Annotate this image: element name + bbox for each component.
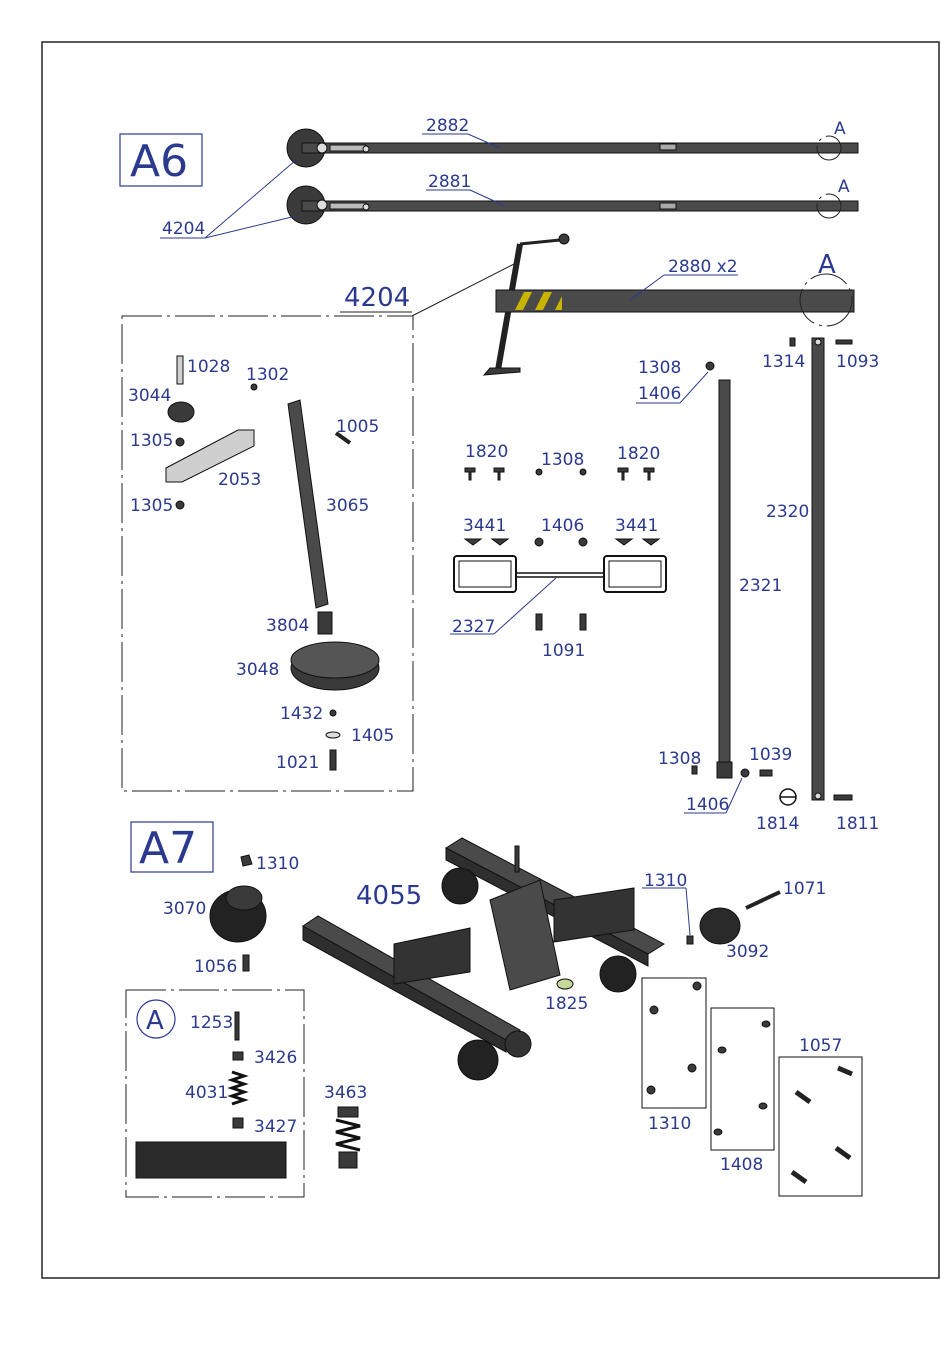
callout-3441-b: 3441 — [615, 516, 658, 536]
detail-label-a: A — [146, 1006, 164, 1036]
nuts-1310 — [647, 982, 701, 1094]
callout-4055: 4055 — [356, 881, 422, 911]
beam-2880 — [496, 274, 854, 326]
bolts-1057 — [792, 1068, 852, 1182]
callout-2320: 2320 — [766, 502, 809, 522]
callout-1406-c: 1406 — [686, 795, 729, 815]
callout-1071: 1071 — [783, 879, 826, 899]
callout-1302: 1302 — [246, 365, 289, 385]
callout-1408: 1408 — [720, 1155, 763, 1175]
callout-2053: 2053 — [218, 470, 261, 490]
callout-1820-b: 1820 — [617, 444, 660, 464]
washers-1408 — [714, 1021, 770, 1135]
callout-1093: 1093 — [836, 352, 879, 372]
callout-1310-c: 1310 — [648, 1114, 691, 1134]
callout-1314: 1314 — [762, 352, 805, 372]
detail-marker-a-1: A — [834, 119, 846, 139]
detail-marker-a-3: A — [818, 250, 836, 280]
callout-1406-a: 1406 — [541, 516, 584, 536]
callout-2882: 2882 — [426, 116, 469, 136]
pole-2320 — [780, 338, 852, 805]
callout-1814: 1814 — [756, 814, 799, 834]
tray-parts — [454, 468, 666, 630]
callout-1005: 1005 — [336, 417, 379, 437]
pole-2321 — [692, 362, 772, 778]
callout-1825: 1825 — [545, 994, 588, 1014]
callout-3426: 3426 — [254, 1048, 297, 1068]
callout-1308-c: 1308 — [658, 749, 701, 769]
callout-2880: 2880 x2 — [668, 257, 738, 277]
panel-1057 — [779, 1057, 862, 1196]
spring-3463 — [336, 1107, 360, 1168]
callout-1021: 1021 — [276, 753, 319, 773]
callout-1811: 1811 — [836, 814, 879, 834]
callout-2881: 2881 — [428, 172, 471, 192]
callout-1406-b: 1406 — [638, 384, 681, 404]
callout-1253: 1253 — [190, 1013, 233, 1033]
callout-1820-a: 1820 — [465, 442, 508, 462]
callout-2321: 2321 — [739, 576, 782, 596]
base-frame-4055 — [303, 838, 664, 1080]
arm-2881 — [287, 186, 858, 224]
callout-2327: 2327 — [452, 617, 495, 637]
section-label-a7: A7 — [139, 823, 197, 874]
detail-marker-a-2: A — [838, 177, 850, 197]
callout-4204-arms: 4204 — [162, 219, 205, 239]
callout-1057: 1057 — [799, 1036, 842, 1056]
callout-1091: 1091 — [542, 641, 585, 661]
section-label-a6: A6 — [130, 136, 188, 187]
callout-1405: 1405 — [351, 726, 394, 746]
callout-1028: 1028 — [187, 357, 230, 377]
callout-4204-detail: 4204 — [344, 283, 410, 313]
callout-1305-a: 1305 — [130, 431, 173, 451]
callout-3065: 3065 — [326, 496, 369, 516]
callout-4031: 4031 — [185, 1083, 228, 1103]
callout-3070: 3070 — [163, 899, 206, 919]
callout-1039: 1039 — [749, 745, 792, 765]
callout-3441-a: 3441 — [463, 516, 506, 536]
callout-1308-b: 1308 — [638, 358, 681, 378]
callout-1432: 1432 — [280, 704, 323, 724]
panel-1408 — [711, 1008, 774, 1150]
callout-3804: 3804 — [266, 616, 309, 636]
callout-3048: 3048 — [236, 660, 279, 680]
callout-3463: 3463 — [324, 1083, 367, 1103]
callout-3044: 3044 — [128, 386, 171, 406]
callout-1308-a: 1308 — [541, 450, 584, 470]
callout-1056: 1056 — [194, 957, 237, 977]
callout-1310-b: 1310 — [644, 871, 687, 891]
callout-1305-b: 1305 — [130, 496, 173, 516]
callout-3092: 3092 — [726, 942, 769, 962]
arm-2882 — [287, 129, 858, 167]
callout-1310-a: 1310 — [256, 854, 299, 874]
callout-3427: 3427 — [254, 1117, 297, 1137]
